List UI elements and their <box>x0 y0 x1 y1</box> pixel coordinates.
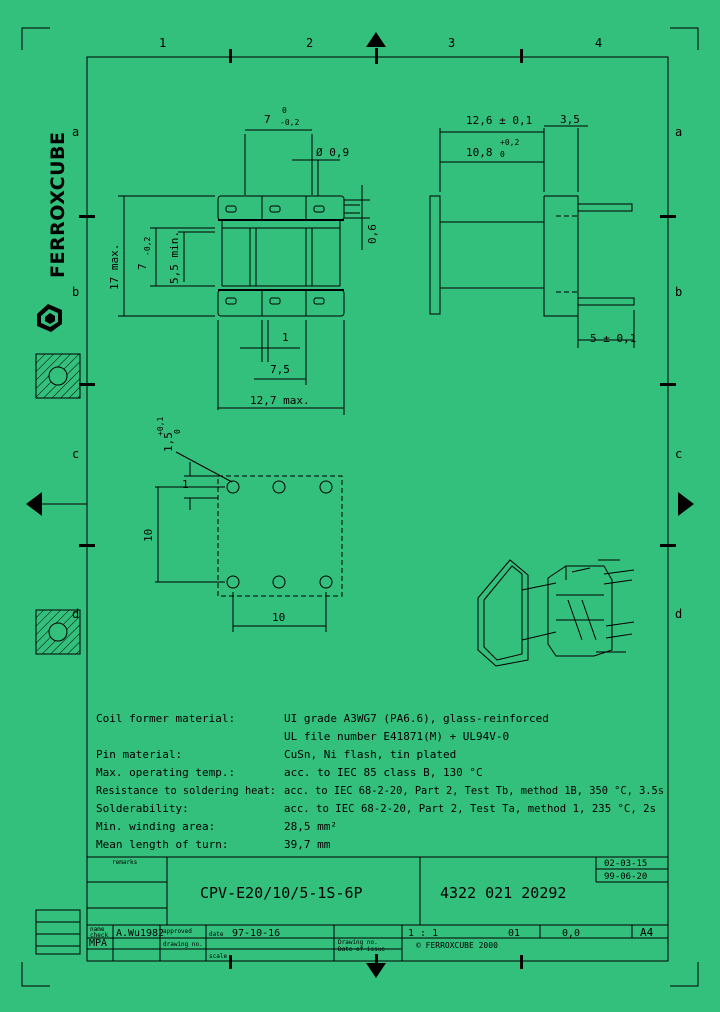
column-label-1: 1 <box>159 36 166 50</box>
note-label: Drawing no. <box>338 939 378 946</box>
spec-value-3: CuSn, Ni flash, tin plated <box>284 748 456 761</box>
title-remarks-label: remarks <box>112 859 138 866</box>
center-mark-top-icon <box>366 32 386 47</box>
part-number: 4322 021 20292 <box>440 884 566 902</box>
spec-value-8: 39,7 mm <box>284 838 331 851</box>
isometric-view <box>477 559 635 667</box>
spec-value-5: acc. to IEC 68-2-20, Part 2, Test Tb, me… <box>284 784 664 797</box>
spec-label-4: Max. operating temp.: <box>96 766 235 779</box>
revision-date-2: 99-06-20 <box>604 872 647 882</box>
name-value: A.Wu <box>116 928 140 939</box>
dim-height-inner: 7 <box>136 263 149 270</box>
date-code: 1982 <box>140 928 164 939</box>
dim-side-inner-tol-upper: +0,2 <box>500 138 519 147</box>
row-label-a-left: a <box>72 125 79 139</box>
scale-label: scale <box>209 953 227 960</box>
dim-window: 5,5 min. <box>168 231 181 284</box>
copyright: © FERROXCUBE 2000 <box>416 941 498 950</box>
dim-hole-dia-tol-upper: +0,1 <box>156 417 165 436</box>
column-label-4: 4 <box>595 36 602 50</box>
row-label-b-left: b <box>72 285 79 299</box>
hole-pattern-dimensions <box>155 451 327 632</box>
spec-label-7: Min. winding area: <box>96 820 215 833</box>
spec-label-1: Coil former material: <box>96 712 235 725</box>
brand-logo-icon <box>37 304 62 332</box>
dim-top-width-tol-lower: -0,2 <box>280 118 299 127</box>
part-name: CPV-E20/10/5-1S-6P <box>200 884 363 902</box>
dim-width-max: 12,7 max. <box>250 394 310 407</box>
row-label-c-right: c <box>675 447 682 461</box>
brand-logo-text: FERROXCUBE <box>47 132 69 279</box>
ctrl-label: drawing no. <box>163 941 203 948</box>
row-label-a-right: a <box>675 125 682 139</box>
center-mark-right-icon <box>678 492 694 516</box>
dim-pitch-small: 1 <box>282 331 289 344</box>
spec-label-3: Pin material: <box>96 748 182 761</box>
tolerance-value: 0,0 <box>562 928 580 939</box>
side-view <box>429 195 635 317</box>
column-label-3: 3 <box>448 36 455 50</box>
spec-label-8: Mean length of turn: <box>96 838 228 851</box>
registration-mark-lower <box>35 609 81 655</box>
dim-pin-diameter: Ø 0,9 <box>316 146 349 159</box>
dim-pin-offset: 0,6 <box>366 224 379 244</box>
column-label-2: 2 <box>306 36 313 50</box>
corner-marks <box>21 27 699 987</box>
revision-date-1: 02-03-15 <box>604 859 647 869</box>
dim-pitch: 7,5 <box>270 363 290 376</box>
dim-height-max: 17 max. <box>108 244 121 290</box>
revision-number: 01 <box>508 928 520 939</box>
dim-side-inner-tol-lower: 0 <box>500 150 505 159</box>
specifications-table: Coil former material: UI grade A3WG7 (PA… <box>96 712 664 851</box>
dim-top-width: 7 <box>264 113 271 126</box>
dim-hole-grid-h: 10 <box>272 611 285 624</box>
dim-height-inner-tol: -0,2 <box>143 237 152 256</box>
row-ticks <box>79 215 676 547</box>
row-label-d-right: d <box>675 607 682 621</box>
dim-top-width-tol-upper: 0 <box>282 106 287 115</box>
center-mark-left-icon <box>26 492 42 516</box>
dim-side-inner: 10,8 <box>466 146 493 159</box>
side-view-dimensions <box>439 125 635 348</box>
spec-value-2: UL file number E41871(M) + UL94V-0 <box>284 730 509 743</box>
date-label: date <box>209 931 224 938</box>
hole-pattern-view <box>217 475 343 597</box>
row-label-b-right: b <box>675 285 682 299</box>
spec-label-6: Solderability: <box>96 802 189 815</box>
row-label-c-left: c <box>72 447 79 461</box>
title-block <box>35 856 668 961</box>
projection-value: MPA <box>89 938 107 949</box>
spec-label-5: Resistance to soldering heat: <box>96 784 276 797</box>
dim-pin-length: 5 ± 0,1 <box>590 332 636 345</box>
spec-value-1: UI grade A3WG7 (PA6.6), glass-reinforced <box>284 712 549 725</box>
dim-side-length: 12,6 ± 0,1 <box>466 114 532 127</box>
front-view-dimensions <box>118 129 370 415</box>
spec-value-4: acc. to IEC 85 class B, 130 °C <box>284 766 483 779</box>
dim-hole-dia-tol-lower: 0 <box>173 429 182 434</box>
registration-mark-upper <box>35 353 81 399</box>
check-label: check <box>90 932 108 939</box>
front-view <box>217 195 360 317</box>
dim-hole-pitch-small: 1 <box>182 478 189 491</box>
scale-value: 1 : 1 <box>408 928 438 939</box>
spec-value-7: 28,5 mm² <box>284 820 337 833</box>
sheet-size: A4 <box>640 926 654 939</box>
spec-value-6: acc. to IEC 68-2-20, Part 2, Test Ta, me… <box>284 802 656 815</box>
note-label-2: Date of issue <box>338 946 385 953</box>
column-ticks <box>229 48 523 970</box>
approved-label: approved <box>163 928 192 935</box>
center-mark-bottom-icon <box>366 963 386 978</box>
dim-hole-grid-v: 10 <box>142 529 155 542</box>
dim-hole-dia: 1,5 <box>162 432 175 452</box>
date-value: 97-10-16 <box>232 928 280 939</box>
dim-side-offset: 3,5 <box>560 113 580 126</box>
name-label: name <box>90 926 105 933</box>
